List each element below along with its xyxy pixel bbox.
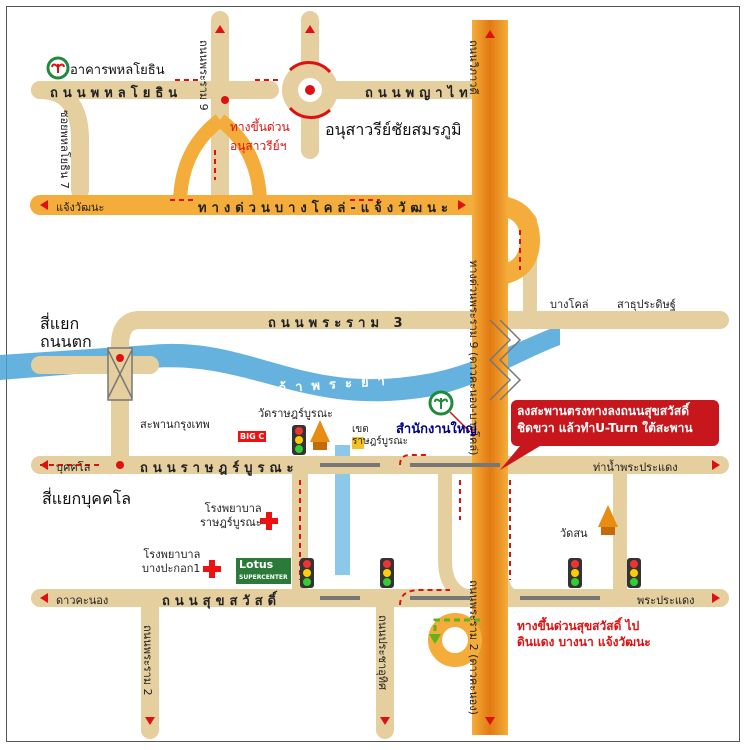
hospital-icon-bangpakok <box>203 560 221 578</box>
expressway-vertical <box>472 20 508 735</box>
hospital-ratburana-label: โรงพยาบาล ราษฎร์บูรณะ <box>200 502 262 529</box>
head-office-logo-icon <box>428 390 454 416</box>
rama3-label: ถนนพระราม 3 <box>268 316 408 331</box>
hospital-bangpakok-label: โรงพยาบาล บางปะกอก1 <box>142 548 201 575</box>
tha-nam-pradaeng-label: ท่าน้ำพระประแดง <box>593 461 678 474</box>
bridge-expressway <box>488 319 522 401</box>
expressway-curve-right <box>489 195 541 285</box>
exit-note-line2: ดินแดง บางนา แจ้งวัฒนะ <box>517 635 651 649</box>
monument-label: อนุสาวรีย์ชัยสมรภูมิ <box>325 120 462 139</box>
bang-kho-laem-label: บางโคล่ <box>550 298 589 311</box>
khet-marker <box>352 437 364 449</box>
road-end-arrows <box>40 25 720 725</box>
river <box>0 325 560 402</box>
tanontok-label: สี่แยก ถนนตก <box>40 314 92 351</box>
bank-logo-icon <box>46 56 70 80</box>
exp-entry-label: ทางขึ้นด่วน อนุสาวรีย์ฯ <box>230 120 290 153</box>
phaya-thai-label: ถนนพญาไท <box>365 86 473 101</box>
rama2-lower-label: ถนนพระราม 2 (ดาวคะนอง) <box>467 580 480 715</box>
road-rama3-curve <box>111 311 149 474</box>
callout-line1: ลงสะพานตรงทางลงถนนสุขสวัสดิ์ <box>517 404 690 418</box>
wat-ratburana-label: วัดราษฎร์บูรณะ <box>258 407 333 420</box>
expressway-loop-right <box>215 114 267 206</box>
lotus-label: Lotus SUPERCENTER <box>236 558 291 584</box>
temple-icon-watson <box>598 505 618 535</box>
lotus-name: Lotus <box>239 558 274 571</box>
krungthep-bridge-label: สะพานกรุงเทพ <box>140 418 210 431</box>
phra-pradaeng-label: พระประแดง <box>637 594 695 607</box>
soi-phahon-label: ซอยพหลโยธิน 7 <box>58 110 71 189</box>
bank-label: อาคารพหลโยธิน <box>70 63 165 78</box>
sathu-pradit-label: สาธุประดิษฐ์ <box>617 298 676 311</box>
pracha-uthit-label: ถนนประชาอุทิศ <box>376 615 389 690</box>
dao-khanong-label: ดาวคะนอง <box>56 594 109 607</box>
exit-note-line1: ทางขึ้นด่วนสุขสวัสดิ์ ไป <box>517 619 640 633</box>
lotus-sub: SUPERCENTER <box>239 574 288 581</box>
bukkhalo-junction-label: สี่แยกบุคคโล <box>42 489 132 508</box>
expressway-label: ทางด่วนบางโคล่-แจ้งวัฒนะ <box>198 201 454 216</box>
green-route-arrow <box>433 618 480 638</box>
chaeng-watthana-label: แจ้งวัฒนะ <box>56 201 105 214</box>
rama9-left-label: ถนนพระราม 9 <box>197 40 210 111</box>
suksawat-label: ถนนสุขสวัสดิ์ <box>162 594 282 609</box>
road-soi-phahon <box>31 81 89 199</box>
big-c-label: BIG C <box>238 431 267 442</box>
wat-son-label: วัดสน <box>560 527 588 540</box>
expressway-loop-left <box>173 114 225 206</box>
exit-callout: ลงสะพานตรงทางลงถนนสุขสวัสดิ์ ชิดขวา แล้ว… <box>511 400 719 446</box>
river-branch <box>335 445 350 575</box>
hospital-icon-ratburana <box>260 512 278 530</box>
temple-icon-ratburana <box>310 420 330 450</box>
callout-line2: ชิดขวา แล้วทำU-Turn ใต้สะพาน <box>517 421 693 435</box>
head-office-label: สำนักงานใหญ่ <box>396 422 477 437</box>
vibhavadi-label: ถนนวิภาวดี <box>467 40 480 95</box>
exit-note: ทางขึ้นด่วนสุขสวัสดิ์ ไป ดินแดง บางนา แจ… <box>517 618 651 650</box>
rama2-left-label: ถนนพระราม 2 <box>141 625 154 696</box>
ratburana-label: ถนนราษฎร์บูรณะ <box>140 461 299 476</box>
phahon-yothin-label: ถนนพหลโยธิน <box>50 86 183 101</box>
khet-ratburana-label: เขต ราษฎร์บูรณะ <box>352 424 409 447</box>
bukkhalo-label: บุคคโล <box>56 461 91 474</box>
traffic-lights <box>292 425 641 588</box>
